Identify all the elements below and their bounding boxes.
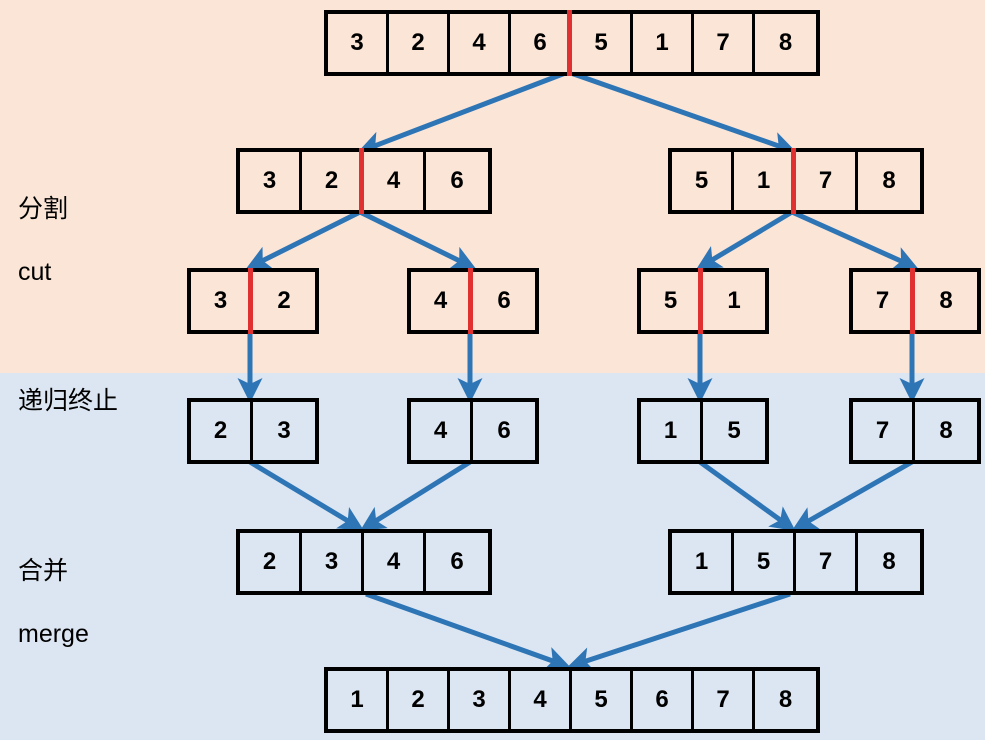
array-cell: 2 [253,272,315,330]
array-cell: 7 [796,152,858,210]
array-cell: 6 [426,152,488,210]
array-cell: 6 [633,671,694,729]
array-cell: 5 [641,268,703,334]
array-cell: 5 [572,14,633,72]
array-cell: 2 [302,148,364,214]
label-cut: 分割 cut [18,163,68,319]
label-recursion-terminate: 递归终止 [18,355,118,449]
array-cell: 1 [641,402,703,460]
array-cell: 7 [694,14,755,72]
array-cell: 4 [411,268,473,334]
array-cell: 6 [511,10,572,76]
label-merge-cn: 合并 [18,557,69,586]
array-cell: 5 [572,671,633,729]
label-merge: 合并 merge [18,525,89,681]
array-cell: 2 [389,671,450,729]
array-cell: 4 [450,14,511,72]
array-cell: 6 [473,272,535,330]
array-cell: 8 [755,14,816,72]
label-recursion-terminate-cn: 递归终止 [18,387,119,416]
label-cut-cn: 分割 [18,195,69,224]
array-cell: 1 [703,272,765,330]
array-cell: 8 [915,402,977,460]
array-cell: 1 [633,14,694,72]
array-cell: 8 [858,152,920,210]
array-cell: 7 [796,533,858,591]
array-cell: 2 [191,402,253,460]
array-cell: 4 [364,152,426,210]
array-cell: 5 [703,402,765,460]
array-cell: 5 [734,533,796,591]
label-merge-en: merge [18,619,89,648]
array-cell: 6 [473,402,535,460]
array-cell: 3 [302,533,364,591]
array-cell: 4 [511,671,572,729]
array-cell: 8 [755,671,816,729]
array-cell: 4 [364,533,426,591]
label-cut-en: cut [18,257,52,286]
array-cell: 4 [411,402,473,460]
array-cell: 1 [672,533,734,591]
array-cell: 6 [426,533,488,591]
array-cell: 1 [328,671,389,729]
array-cell: 2 [389,14,450,72]
array-cell: 7 [853,402,915,460]
array-cell: 3 [191,268,253,334]
array-cell: 3 [240,152,302,210]
array-cell: 5 [672,152,734,210]
array-cell: 8 [858,533,920,591]
array-cell: 3 [253,402,315,460]
array-cell: 7 [853,268,915,334]
array-cell: 3 [328,14,389,72]
array-cell: 3 [450,671,511,729]
array-cell: 1 [734,148,796,214]
array-cell: 2 [240,533,302,591]
array-cell: 8 [915,272,977,330]
array-cell: 7 [694,671,755,729]
